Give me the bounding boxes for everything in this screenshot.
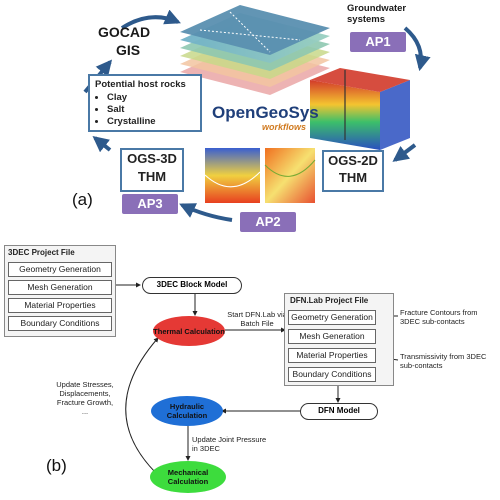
ap2-badge: AP2 [240,212,296,232]
ogs2d-box: OGS-2D THM [322,150,384,192]
ogs3d-label: OGS-3D [127,151,177,166]
model-block-graphic [310,68,410,150]
host-rocks-list: Clay Salt Crystalline [95,92,195,128]
project-3dec-item: Material Properties [8,298,112,313]
update-joint-note: Update Joint Pressure in 3DEC [192,435,267,453]
arrow-stack-to-block [403,26,431,72]
section-images-graphic [204,148,316,203]
host-rock-item: Clay [107,92,195,104]
transmissivity-note: Transmissivity from 3DEC sub-contacts [400,352,487,370]
ap1-badge: AP1 [350,32,406,52]
groundwater-label: Groundwater systems [347,3,407,25]
fracture-contours-note: Fracture Contours from 3DEC sub-contacts [400,308,478,326]
dfn-project-title: DFN.Lab Project File [290,296,369,305]
dfn-project-item: Boundary Conditions [288,367,376,382]
host-rocks-title: Potential host rocks [95,79,186,90]
dfn-project-item: Mesh Generation [288,329,376,344]
update-stresses-note: Update Stresses, Displacements, Fracture… [56,380,114,416]
project-3dec-title: 3DEC Project File [8,248,75,257]
thermal-node: Thermal Calculation [153,316,225,346]
panel-a-label: (a) [72,190,93,209]
host-rocks-box: Potential host rocks Clay Salt Crystalli… [88,74,202,132]
arrow-block-to-ogs2d [392,143,417,162]
arrow-ogs3d-to-host [92,136,112,153]
host-rock-item: Crystalline [107,116,195,128]
mechanical-node: Mechanical Calculation [150,461,226,493]
ogs2d-label: OGS-2D [328,153,378,168]
dfn-model-node: DFN Model [300,403,378,420]
opengeosys-logo-sub: workflows [262,122,307,132]
ogs2d-thm-label: THM [338,170,368,185]
ogs3d-box: OGS-3D THM [120,148,184,192]
host-rock-item: Salt [107,104,195,116]
dfn-project-item: Geometry Generation [288,310,376,325]
hydraulic-node: Hydraulic Calculation [151,396,223,426]
block-model-node: 3DEC Block Model [142,277,242,294]
project-3dec-item: Boundary Conditions [8,316,112,331]
start-dfn-note: Start DFN.Lab via Batch File [227,310,287,328]
opengeosys-logo: OpenGeoSys [212,103,319,122]
gocad-label: GOCAD [98,24,151,40]
project-3dec-item: Geometry Generation [8,262,112,277]
arrow-sections-to-ogs3d [179,203,233,222]
dfn-project-item: Material Properties [288,348,376,363]
ogs3d-thm-label: THM [137,169,167,184]
project-3dec-item: Mesh Generation [8,280,112,295]
gis-label: GIS [116,42,141,58]
layer-stack-graphic [180,5,330,95]
arrow-mechanical-to-thermal [125,337,159,473]
ap3-badge: AP3 [122,194,178,214]
arrow-gocad-to-stack [120,9,181,30]
panel-b-label: (b) [46,456,67,475]
